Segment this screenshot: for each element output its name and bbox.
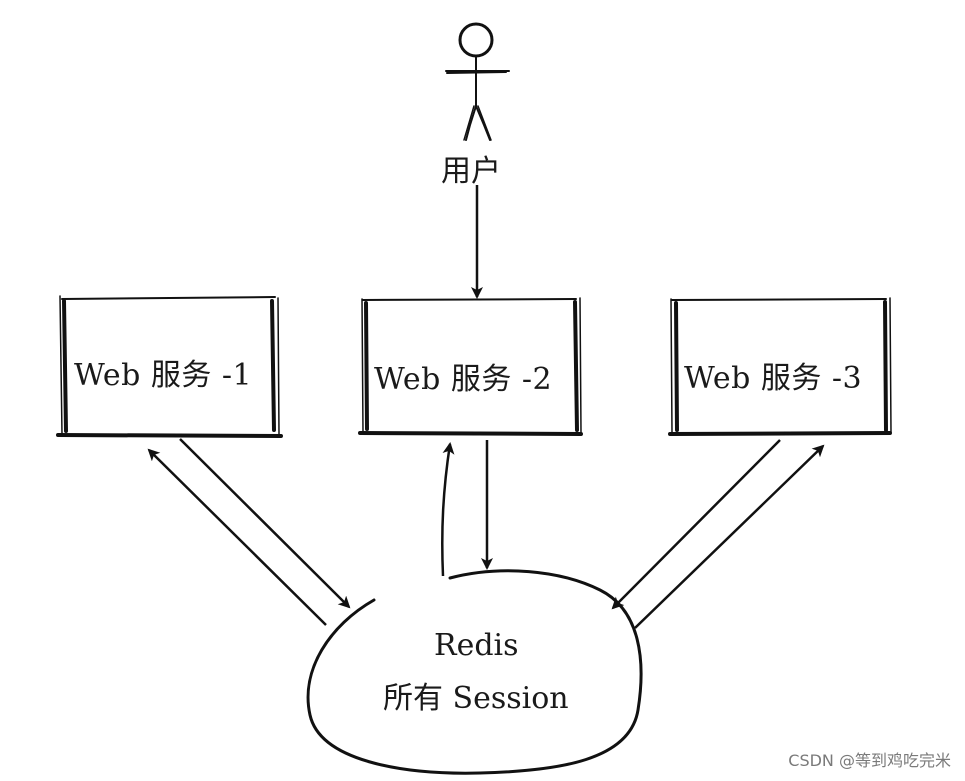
redis-cloud-shape [306,569,643,775]
arrow-redis-to-web3 [634,444,825,629]
arrow-web1-to-redis [179,438,351,609]
arrow-web3-to-redis [611,439,781,610]
redis-subtitle: 所有 Session [383,681,569,716]
arrow-redis-to-web1 [147,448,327,626]
user-head [458,22,494,58]
arrow-redis-to-web2 [441,442,455,577]
user-arms-second [446,71,507,74]
csdn-watermark: CSDN @等到鸡吃完米 [788,751,951,770]
web-service-1-label: Web 服务 -1 [74,358,253,393]
redis-title: Redis [434,628,519,663]
web-service-1-box [56,295,283,438]
web-service-3-box [668,297,892,436]
web-service-2-label: Web 服务 -2 [374,362,553,397]
web-service-2-box [358,297,583,436]
user-left-leg [465,105,477,141]
web-service-3-label: Web 服务 -3 [684,361,863,396]
user-right-leg [475,105,491,141]
user-stick-figure-icon [445,22,510,141]
user-label: 用户 [441,154,501,189]
